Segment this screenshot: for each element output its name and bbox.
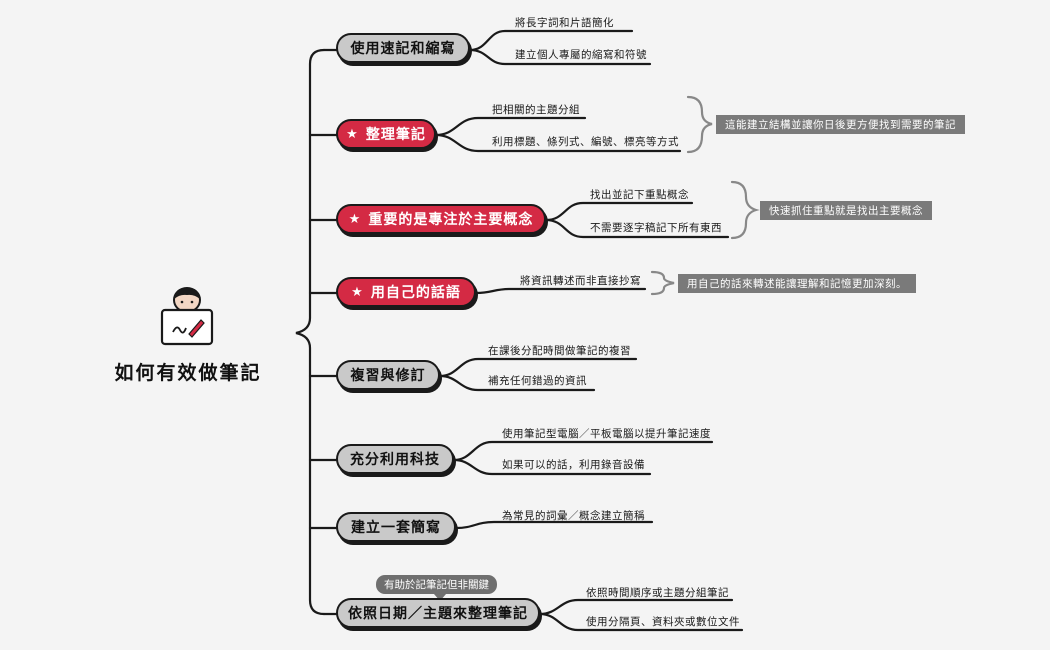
branch-technology[interactable]: 充分利用科技	[336, 444, 454, 474]
branch-own-words[interactable]: ★ 用自己的話語	[336, 277, 476, 307]
branch-focus[interactable]: ★ 重要的是專注於主要概念	[336, 204, 546, 234]
branch-label: 建立一套簡寫	[351, 520, 441, 536]
branch-label: 使用速記和縮寫	[350, 41, 456, 57]
leaf-item: 不需要逐字稿記下所有東西	[590, 222, 722, 234]
note-focus: 快速抓住重點就是找出主要概念	[760, 201, 932, 220]
leaf-item: 使用筆記型電腦／平板電腦以提升筆記速度	[502, 428, 711, 440]
branch-label: 依照日期／主題來整理筆記	[348, 606, 528, 622]
leaf-item: 把相關的主題分組	[492, 104, 580, 116]
star-icon: ★	[348, 211, 362, 227]
branch-label: 重要的是專注於主要概念	[368, 212, 534, 228]
note-organize: 這能建立結構並讓你日後更方便找到需要的筆記	[716, 115, 965, 134]
branch-label: 複習與修訂	[350, 368, 426, 384]
branch-organize[interactable]: ★ 整理筆記	[336, 119, 436, 149]
branch-label: 整理筆記	[365, 127, 426, 143]
branch-date-topic[interactable]: 依照日期／主題來整理筆記	[336, 598, 540, 628]
leaf-item: 在課後分配時間做筆記的複習	[488, 345, 631, 357]
branch-review[interactable]: 複習與修訂	[336, 360, 440, 390]
star-icon: ★	[346, 126, 359, 142]
leaf-item: 為常見的詞彙／概念建立簡稱	[502, 510, 645, 522]
branch-abbreviation[interactable]: 建立一套簡寫	[336, 512, 456, 542]
note-own-words: 用自己的話來轉述能讓理解和記憶更加深刻。	[678, 274, 916, 293]
branch-label: 用自己的話語	[370, 285, 461, 301]
star-icon: ★	[351, 284, 364, 300]
leaf-item: 依照時間順序或主題分組筆記	[586, 587, 729, 599]
leaf-item: 利用標題、條列式、編號、標亮等方式	[492, 136, 679, 148]
root-title: 如何有效做筆記	[114, 362, 262, 384]
leaf-item: 將資訊轉述而非直接抄寫	[520, 275, 641, 287]
branch-shorthand[interactable]: 使用速記和縮寫	[336, 33, 470, 63]
leaf-item: 找出並記下重點概念	[590, 189, 689, 201]
leaf-item: 將長字詞和片語簡化	[515, 17, 614, 29]
leaf-item: 補充任何錯過的資訊	[488, 375, 587, 387]
tag-non-critical: 有助於記筆記但非關鍵	[376, 575, 497, 594]
leaf-item: 建立個人專屬的縮寫和符號	[515, 49, 647, 61]
leaf-item: 使用分隔頁、資料夾或數位文件	[586, 616, 740, 628]
leaf-item: 如果可以的話，利用錄音設備	[502, 459, 645, 471]
branch-label: 充分利用科技	[350, 452, 440, 468]
person-laptop-icon	[160, 287, 214, 346]
